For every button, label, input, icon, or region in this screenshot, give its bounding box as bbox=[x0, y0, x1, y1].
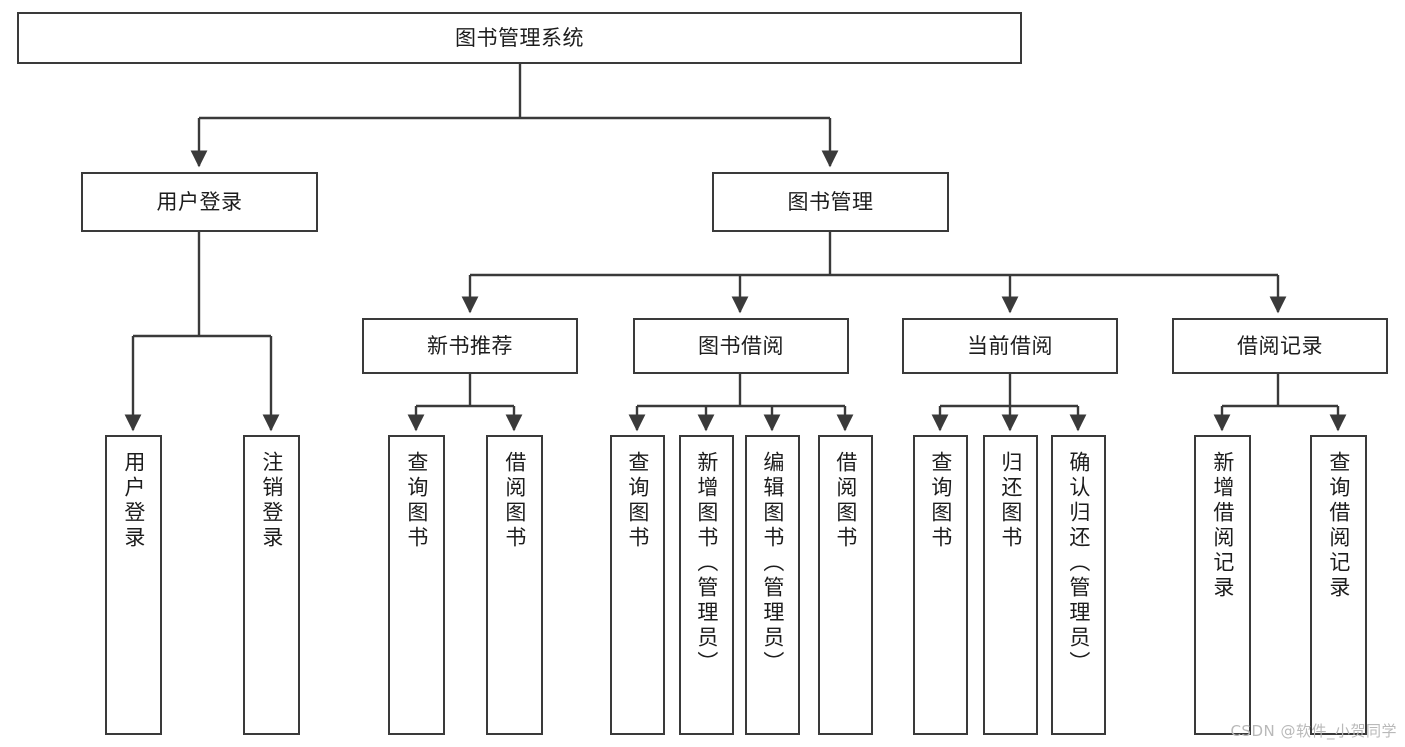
node-leaf-logout[interactable]: 注销登录 bbox=[243, 435, 300, 735]
node-leaf-query-borrow-record[interactable]: 查询借阅记录 bbox=[1310, 435, 1367, 735]
node-leaf-add-borrow-record[interactable]: 新增借阅记录 bbox=[1194, 435, 1251, 735]
node-label: 借阅图书 bbox=[502, 451, 527, 551]
node-label: 编辑图书（管理员） bbox=[760, 451, 785, 676]
node-leaf-edit-book-admin[interactable]: 编辑图书（管理员） bbox=[745, 435, 800, 735]
node-label: 新增借阅记录 bbox=[1210, 451, 1235, 601]
csdn-watermark: CSDN @软件_小贺同学 bbox=[1230, 722, 1397, 740]
node-leaf-borrow-query-book[interactable]: 查询图书 bbox=[610, 435, 665, 735]
node-borrow-record[interactable]: 借阅记录 bbox=[1172, 318, 1388, 374]
node-label: 查询图书 bbox=[404, 451, 429, 551]
node-current-borrow[interactable]: 当前借阅 bbox=[902, 318, 1118, 374]
node-label: 查询图书 bbox=[625, 451, 650, 551]
node-label: 查询借阅记录 bbox=[1326, 451, 1351, 601]
node-leaf-recommend-borrow-book[interactable]: 借阅图书 bbox=[486, 435, 543, 735]
node-label: 借阅图书 bbox=[833, 451, 858, 551]
node-label: 用户登录 bbox=[156, 189, 243, 214]
node-label: 图书管理系统 bbox=[455, 25, 584, 50]
node-label: 确认归还（管理员） bbox=[1066, 451, 1091, 676]
node-leaf-add-book-admin[interactable]: 新增图书（管理员） bbox=[679, 435, 734, 735]
node-leaf-borrow-borrow-book[interactable]: 借阅图书 bbox=[818, 435, 873, 735]
node-leaf-current-query-book[interactable]: 查询图书 bbox=[913, 435, 968, 735]
node-label: 用户登录 bbox=[121, 451, 146, 551]
node-leaf-confirm-return-admin[interactable]: 确认归还（管理员） bbox=[1051, 435, 1106, 735]
node-label: 图书管理 bbox=[787, 189, 874, 214]
node-new-book-recommend[interactable]: 新书推荐 bbox=[362, 318, 578, 374]
node-book-management[interactable]: 图书管理 bbox=[712, 172, 949, 232]
node-root-book-management-system[interactable]: 图书管理系统 bbox=[17, 12, 1022, 64]
node-user-login[interactable]: 用户登录 bbox=[81, 172, 318, 232]
node-book-borrow[interactable]: 图书借阅 bbox=[633, 318, 849, 374]
node-label: 归还图书 bbox=[998, 451, 1023, 551]
node-label: 查询图书 bbox=[928, 451, 953, 551]
node-leaf-user-login[interactable]: 用户登录 bbox=[105, 435, 162, 735]
node-label: 注销登录 bbox=[259, 451, 284, 551]
node-label: 新增图书（管理员） bbox=[694, 451, 719, 676]
node-label: 借阅记录 bbox=[1237, 333, 1323, 358]
node-leaf-recommend-query-book[interactable]: 查询图书 bbox=[388, 435, 445, 735]
node-label: 当前借阅 bbox=[967, 333, 1053, 358]
node-label: 新书推荐 bbox=[427, 333, 513, 358]
node-label: 图书借阅 bbox=[698, 333, 784, 358]
node-leaf-return-book[interactable]: 归还图书 bbox=[983, 435, 1038, 735]
